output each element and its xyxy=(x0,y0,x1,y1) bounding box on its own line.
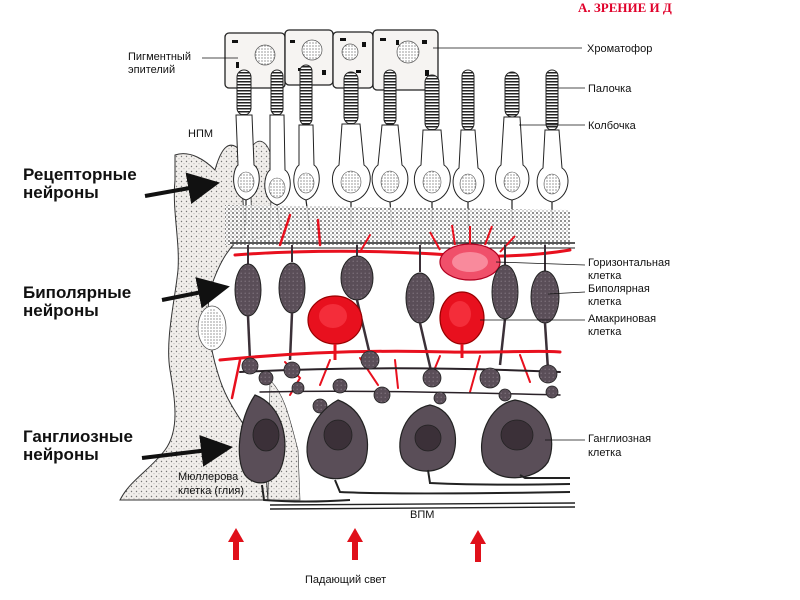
label-amacrine-1: Амакриновая xyxy=(588,313,656,325)
layer-arrows xyxy=(141,172,233,467)
label-ganglion-cell-2: клетка xyxy=(588,447,622,459)
receptor-1 xyxy=(233,69,260,225)
bipolar-cell-6 xyxy=(530,245,560,371)
label-ganglion-1: Ганглиозные xyxy=(23,427,133,446)
label-pigment-2: эпителий xyxy=(128,64,175,76)
label-bipolar-2: нейроны xyxy=(23,301,99,320)
outer-plexiform-layer xyxy=(225,205,575,249)
label-ganglion-cell-1: Ганглиозная xyxy=(588,433,651,445)
nerve-fiber-layer xyxy=(269,502,576,510)
amacrine-cells xyxy=(307,291,485,360)
label-horizontal-2: клетка xyxy=(588,270,622,282)
label-muller-1: Мюллерова xyxy=(178,471,239,483)
photoreceptors xyxy=(233,64,569,231)
inner-plexiform-dark xyxy=(239,367,561,396)
label-rod: Палочка xyxy=(588,83,632,95)
receptor-2 xyxy=(264,69,291,231)
label-incident-light: Падающий свет xyxy=(305,574,386,586)
horizontal-cell-processes xyxy=(233,213,572,258)
bipolar-cell-3 xyxy=(340,245,374,356)
receptor-6 xyxy=(413,74,451,228)
label-amacrine-2: клетка xyxy=(588,326,622,338)
ganglion-cell-4 xyxy=(480,399,570,479)
pigment-epithelium xyxy=(224,29,439,91)
bipolar-cell-1 xyxy=(234,245,262,361)
bipolar-cell-4 xyxy=(405,245,435,376)
leader-lines xyxy=(202,47,586,441)
label-pigment-1: Пигментный xyxy=(128,51,191,63)
ganglion-cell-1 xyxy=(238,394,351,503)
horizontal-cell xyxy=(429,224,516,281)
receptor-7 xyxy=(452,69,485,228)
label-bipolar-1: Биполярные xyxy=(23,283,131,302)
label-chromatophore: Хроматофор xyxy=(587,43,652,55)
label-vpm: ВПМ xyxy=(410,509,434,521)
corner-text: А. ЗРЕНИЕ И Д xyxy=(578,0,672,15)
label-npm: НПМ xyxy=(188,128,213,140)
light-arrows xyxy=(228,528,486,562)
bipolar-cell-2 xyxy=(278,245,306,361)
receptor-9 xyxy=(536,69,569,228)
receptor-8 xyxy=(495,71,530,228)
label-bipolar-cell-1: Биполярная xyxy=(588,283,650,295)
label-ganglion-2: нейроны xyxy=(23,445,99,464)
receptor-4 xyxy=(331,71,371,228)
receptor-3 xyxy=(293,64,320,231)
label-muller-2: клетка (глия) xyxy=(178,485,244,497)
label-receptor-2: нейроны xyxy=(23,183,99,202)
label-cone: Колбочка xyxy=(588,120,637,132)
receptor-5 xyxy=(371,69,409,229)
bipolar-cell-5 xyxy=(491,245,519,366)
label-horizontal-1: Горизонтальная xyxy=(588,257,670,269)
light-arrow-1-icon xyxy=(228,528,244,560)
bipolar-cells xyxy=(234,245,560,376)
light-arrow-3-icon xyxy=(470,530,486,562)
synaptic-terminals xyxy=(241,350,559,414)
ganglion-cell-3 xyxy=(399,404,571,486)
ganglion-cell-2 xyxy=(306,399,571,495)
label-receptor-1: Рецепторные xyxy=(23,165,137,184)
ganglion-cells xyxy=(238,394,571,503)
label-bipolar-cell-2: клетка xyxy=(588,296,622,308)
labels: А. ЗРЕНИЕ И Д Пигментный эпителий Хромат… xyxy=(23,0,672,586)
light-arrow-2-icon xyxy=(347,528,363,560)
